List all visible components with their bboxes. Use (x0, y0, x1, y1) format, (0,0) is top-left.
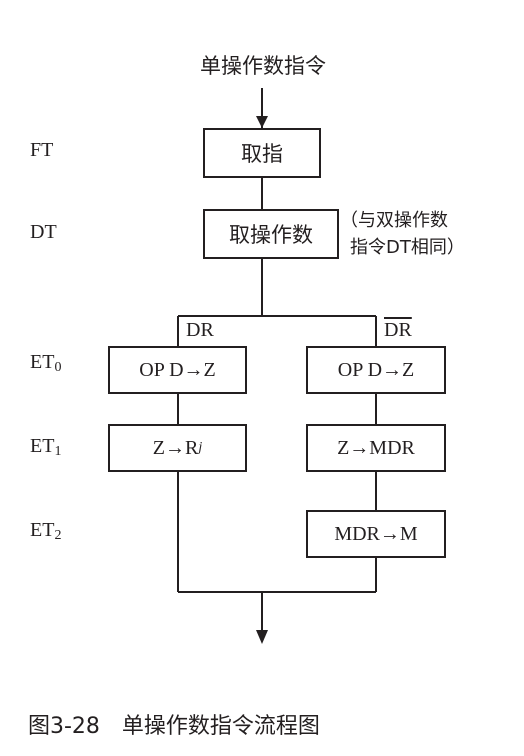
stage-label-et2: ET2 (30, 519, 62, 543)
right-op-box: OP D→Z (306, 346, 446, 394)
stage-label-et1: ET1 (30, 435, 62, 459)
right-write-mdr-box: Z→MDR (306, 424, 446, 472)
figure-caption: 图3-28 单操作数指令流程图 (28, 714, 320, 739)
stage-label-dt: DT (30, 221, 57, 243)
entry-arrowhead (256, 116, 268, 128)
dt-note-line2: 指令DT相同） (350, 237, 465, 258)
fetch-operand-box: 取操作数 (203, 209, 339, 259)
stage-label-ft: FT (30, 139, 54, 161)
dt-note-line1: （与双操作数 (340, 210, 448, 231)
entry-label: 单操作数指令 (200, 54, 326, 78)
left-op-box: OP D→Z (108, 346, 247, 394)
dt-note: （与双操作数 指令DT相同） (340, 207, 465, 261)
exit-arrowhead (256, 630, 268, 644)
branch-label-dr-not: DR (384, 319, 412, 341)
stage-label-et0: ET0 (30, 351, 62, 375)
right-write-mem-box: MDR→M (306, 510, 446, 558)
branch-label-dr: DR (186, 319, 214, 341)
fetch-instruction-box: 取指 (203, 128, 321, 178)
